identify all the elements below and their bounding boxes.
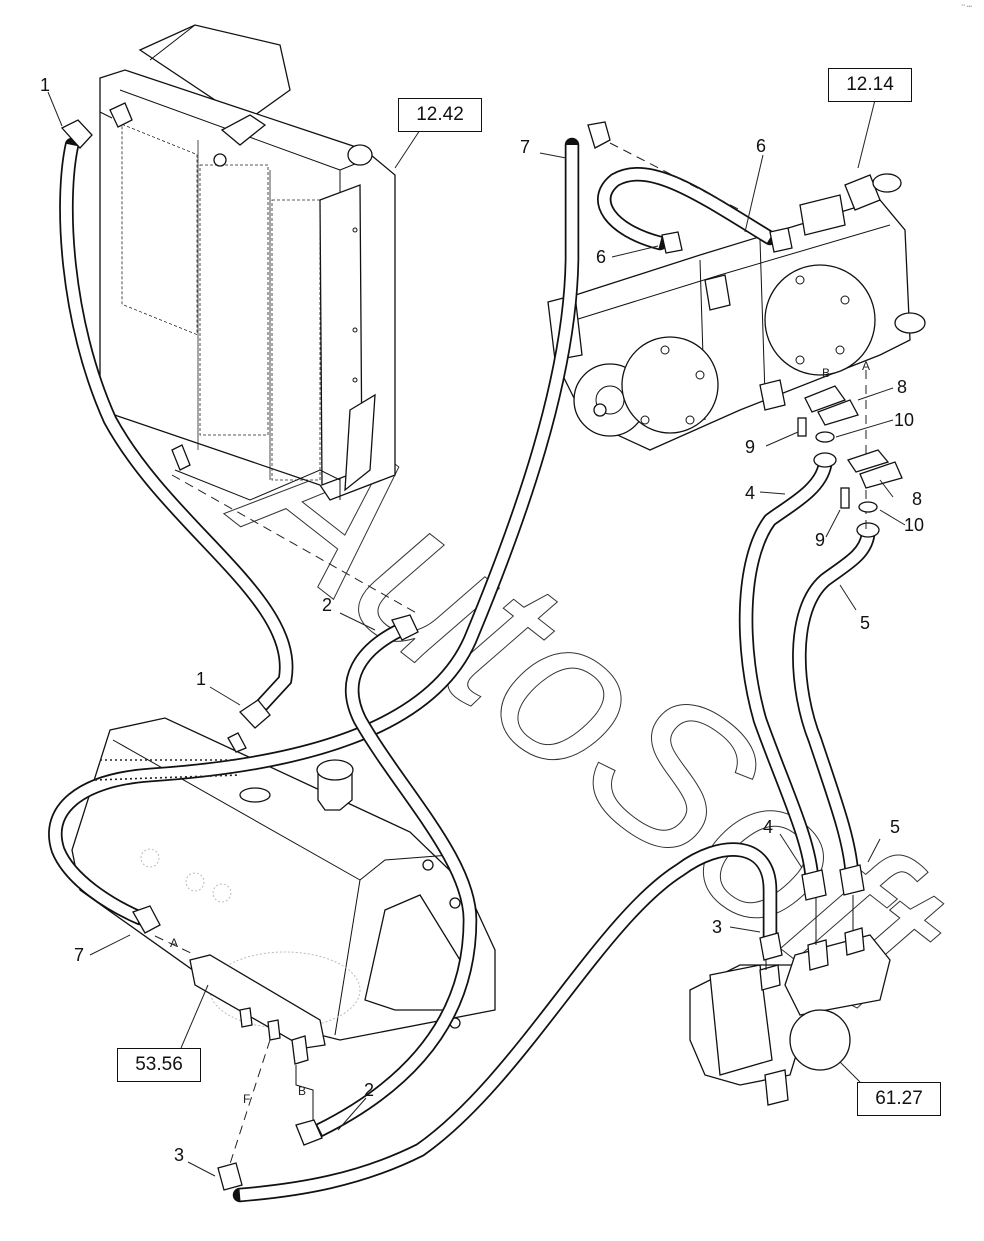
- hose-4-lower-nut: [801, 869, 827, 901]
- hose-4: [738, 452, 837, 901]
- bolt-a: [840, 487, 850, 509]
- hose-1-lower-nut: [239, 699, 271, 729]
- corner-mark: °° •••: [961, 4, 972, 10]
- o-ring-a: [858, 501, 878, 513]
- leader-ref-pump: [857, 99, 876, 169]
- leader-ref-reservoir: [180, 984, 209, 1049]
- ref-box-pump[interactable]: 12.14: [828, 68, 912, 102]
- port-letter-b-pump: B: [822, 366, 831, 380]
- callout-leaders: [47, 91, 906, 1177]
- callout-8-b: 8: [897, 377, 908, 397]
- callout-4-motor: 4: [763, 817, 774, 837]
- callout-7-reservoir: 7: [74, 945, 85, 965]
- tandem-pump: [547, 99, 926, 451]
- callout-8-a: 8: [912, 489, 923, 509]
- hose-3: [217, 842, 783, 1203]
- callout-5-pump: 5: [860, 613, 871, 633]
- o-ring-b: [815, 431, 835, 443]
- callout-1-lower: 1: [196, 669, 207, 689]
- hose-6-upper-nut: [769, 227, 793, 253]
- oil-cooler: [99, 24, 421, 616]
- leader-ref-motor: [839, 1061, 861, 1083]
- alignment-line-hose-7: [609, 142, 741, 211]
- hose-5-flange: [856, 522, 880, 538]
- reservoir-plug: [239, 787, 271, 803]
- callout-2-lower: 2: [364, 1080, 375, 1100]
- hose-1: [59, 119, 294, 729]
- callout-7-pump: 7: [520, 137, 531, 157]
- hose-7-upper-nut: [587, 121, 611, 149]
- split-flange-a-half-2: [859, 461, 903, 489]
- port-letter-f: F: [243, 1092, 251, 1106]
- split-flange-b-half-2: [817, 399, 859, 426]
- callout-2-upper: 2: [322, 595, 333, 615]
- pump-bolts: [640, 275, 850, 425]
- hose-5-lower-nut: [839, 864, 865, 896]
- hose-2-lower-nut: [295, 1119, 323, 1146]
- hose-4-flange: [813, 452, 837, 468]
- bolt-b: [797, 417, 807, 437]
- callout-6-upper: 6: [756, 136, 767, 156]
- hose-7-lower-nut: [132, 905, 161, 934]
- port-letter-b-reservoir: B: [298, 1084, 307, 1098]
- port-letter-a-reservoir: A: [170, 936, 179, 950]
- hoses: [48, 119, 880, 1203]
- callout-3-motor: 3: [712, 917, 723, 937]
- callout-9-b: 9: [745, 437, 756, 457]
- ref-box-motor[interactable]: 61.27: [857, 1082, 941, 1116]
- flange-hardware: [797, 385, 903, 513]
- hydraulic-reservoir: [71, 717, 496, 1171]
- callout-10-a: 10: [904, 515, 925, 535]
- callout-9-a: 9: [815, 530, 826, 550]
- hose-1-upper-nut: [60, 119, 93, 149]
- hose-5: [792, 522, 880, 896]
- hose-3-lower-nut: [217, 1162, 243, 1191]
- callout-5-motor: 5: [890, 817, 901, 837]
- port-letter-a-pump: A: [862, 359, 871, 373]
- leader-ref-cooler: [394, 129, 421, 169]
- hose-6-lower-nut: [661, 231, 683, 254]
- callout-10-b: 10: [894, 410, 915, 430]
- callout-6-lower: 6: [596, 247, 607, 267]
- callout-4-pump: 4: [745, 483, 756, 503]
- callout-3-reservoir: 3: [174, 1145, 185, 1165]
- hose-7: [48, 121, 611, 934]
- ref-box-cooler[interactable]: 12.42: [398, 98, 482, 132]
- callout-1-upper: 1: [40, 75, 51, 95]
- hose-6: [597, 167, 793, 254]
- hose-2-upper-nut: [391, 614, 419, 641]
- ref-box-reservoir[interactable]: 53.56: [117, 1048, 201, 1082]
- hose-3-upper-nut: [759, 932, 783, 961]
- split-flange-b-half-1: [804, 385, 847, 413]
- hose-2: [295, 614, 478, 1146]
- split-flange-a-half-1: [846, 449, 890, 473]
- hydraulic-motor: [689, 895, 891, 1106]
